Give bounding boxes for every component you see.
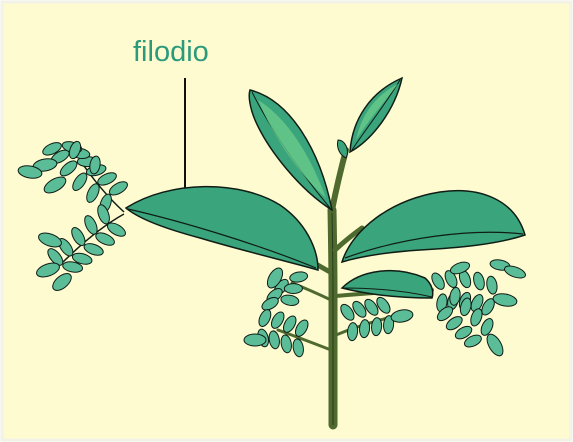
leaflet: [284, 284, 302, 294]
label-filodio: filodio: [133, 36, 209, 68]
leaflet: [244, 334, 266, 346]
